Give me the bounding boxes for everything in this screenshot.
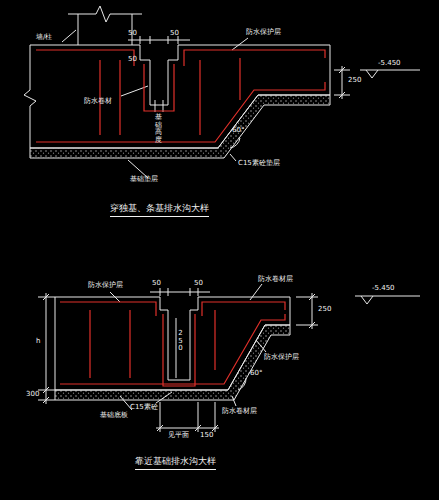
layer-label: C15素砼垫层 <box>238 160 280 168</box>
dimension: 50 <box>170 30 179 38</box>
layer-label: 防水卷材层 <box>222 408 257 416</box>
wall-label: 墙/柱 <box>36 34 52 42</box>
dimension: h <box>36 338 40 346</box>
dimension: 150 <box>200 432 213 440</box>
layer-label: 防水保护层 <box>264 354 299 362</box>
vertical-label: 基础高度 <box>155 114 162 145</box>
section-title: 靠近基础排水沟大样 <box>135 457 216 470</box>
layer-label: 防水保护层 <box>246 29 281 37</box>
angle-label: 60° <box>232 127 244 135</box>
dimension: 50 <box>152 280 161 288</box>
dimension: 250 <box>348 77 361 85</box>
level-mark: -5.450 <box>372 285 395 293</box>
level-mark: -5.450 <box>378 60 401 68</box>
layer-label: 基础底板 <box>100 412 128 420</box>
layer-label: C15素砼 <box>130 404 158 412</box>
layer-label: 防水卷材层 <box>258 276 293 284</box>
angle-label: 60° <box>250 370 262 378</box>
layer-label: 防水保护层 <box>88 282 123 290</box>
dimension: 300 <box>26 391 39 399</box>
dimension: 50 <box>128 30 137 38</box>
dimension: 250 <box>318 306 331 314</box>
layer-label: 防水卷材 <box>84 98 112 106</box>
dimension: 50 <box>194 280 203 288</box>
vertical-label: 250 <box>177 330 184 353</box>
dimension: 50 <box>128 56 137 64</box>
layer-label: 基础垫层 <box>130 176 158 184</box>
section-title: 穿独基、条基排水沟大样 <box>110 204 209 217</box>
dimension: 见平面 <box>168 432 189 440</box>
